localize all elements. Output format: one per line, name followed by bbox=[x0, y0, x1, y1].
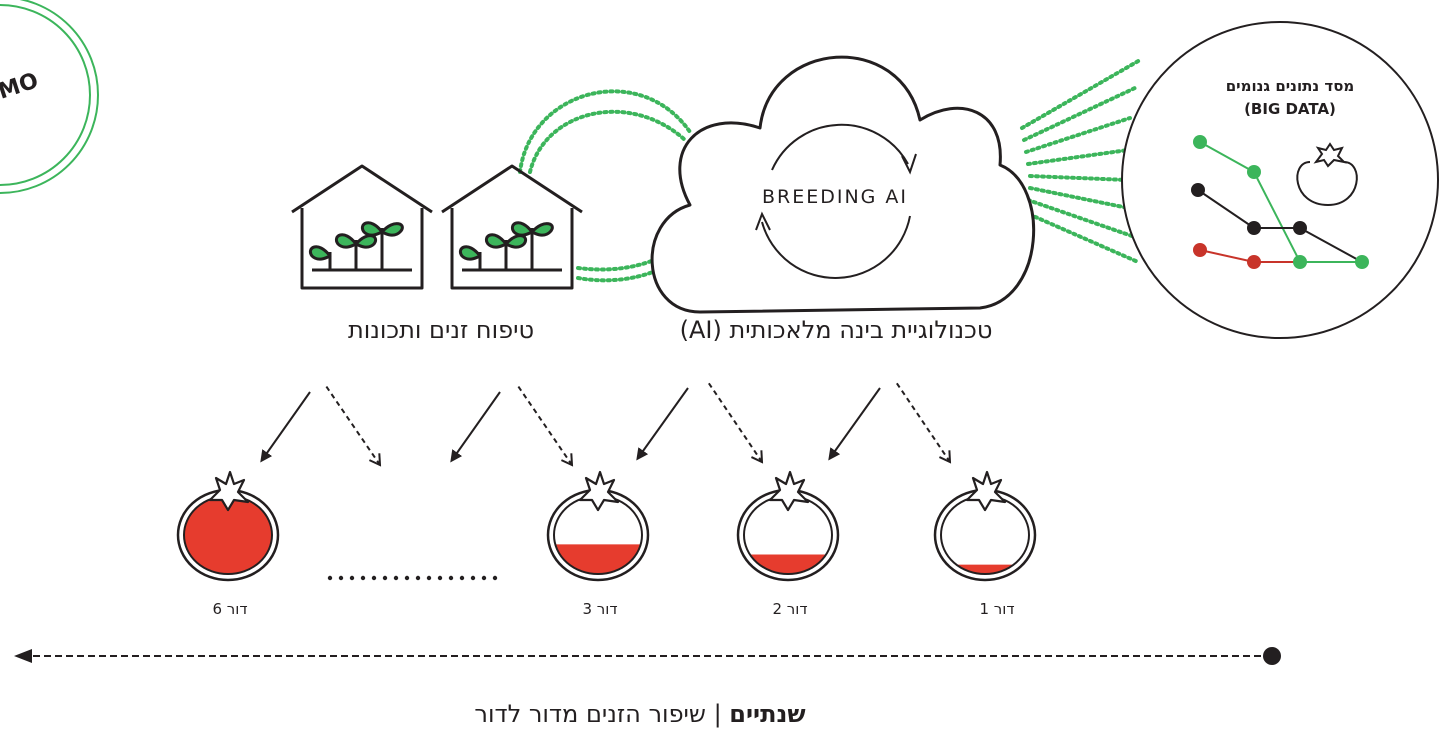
timeline-separator: | bbox=[705, 700, 730, 728]
cycle-arrows bbox=[260, 381, 952, 467]
generation-label-1: דור 1 bbox=[979, 600, 1015, 618]
ai-technology-label: טכנולוגיית בינה מלאכותית (AI) bbox=[679, 316, 993, 344]
breeding-label: טיפוח זנים ותכונות bbox=[347, 316, 535, 344]
genomic-database-circle bbox=[1121, 21, 1439, 339]
arrow-to-gen2 bbox=[828, 387, 881, 461]
arrow-to-gen6 bbox=[260, 391, 311, 463]
ellipsis-dots bbox=[327, 575, 498, 581]
database-title: מסד נתונים גנומים bbox=[1225, 77, 1355, 95]
cloud-label: BREEDING AI bbox=[761, 186, 909, 208]
greenhouse-icon bbox=[291, 164, 433, 290]
tomato-icon-gen-1 bbox=[933, 470, 1037, 582]
cloud-data-connectors bbox=[1020, 58, 1142, 264]
tomato-stem-icon bbox=[208, 470, 250, 512]
arrow-from-gen1 bbox=[895, 381, 952, 464]
tomato-stem-icon bbox=[965, 470, 1007, 512]
timeline-caption: שנתיים | שיפור הזנים מדור לדור bbox=[380, 700, 900, 728]
tomato-icon-gen-3 bbox=[546, 470, 650, 582]
tomatoes-group bbox=[176, 470, 1037, 582]
tomato-fill-gen-1 bbox=[941, 564, 1029, 574]
tomato-stem-icon bbox=[578, 470, 620, 512]
tomato-stem-icon bbox=[768, 470, 810, 512]
generation-label-6: דור 6 bbox=[212, 600, 248, 618]
arrow-from-gen3 bbox=[517, 385, 574, 467]
arrow-from-gap bbox=[325, 385, 382, 467]
arrow-to-gap bbox=[450, 391, 501, 463]
arrow-to-gen3 bbox=[636, 387, 689, 461]
arrow-from-gen2 bbox=[707, 381, 764, 464]
generation-label-3: דור 3 bbox=[582, 600, 618, 618]
cloud-icon bbox=[650, 55, 1036, 314]
timeline-duration: שנתיים bbox=[729, 700, 806, 728]
tomato-icon-gen-4 bbox=[176, 470, 280, 582]
greenhouse-icon bbox=[441, 164, 583, 290]
badge-logo bbox=[0, 0, 99, 194]
timeline-text: שיפור הזנים מדור לדור bbox=[474, 700, 706, 728]
database-subtitle: (BIG DATA) bbox=[1244, 100, 1336, 118]
generation-label-2: דור 2 bbox=[772, 600, 808, 618]
tomato-icon-gen-2 bbox=[736, 470, 840, 582]
timeline-arrow bbox=[14, 647, 1281, 665]
